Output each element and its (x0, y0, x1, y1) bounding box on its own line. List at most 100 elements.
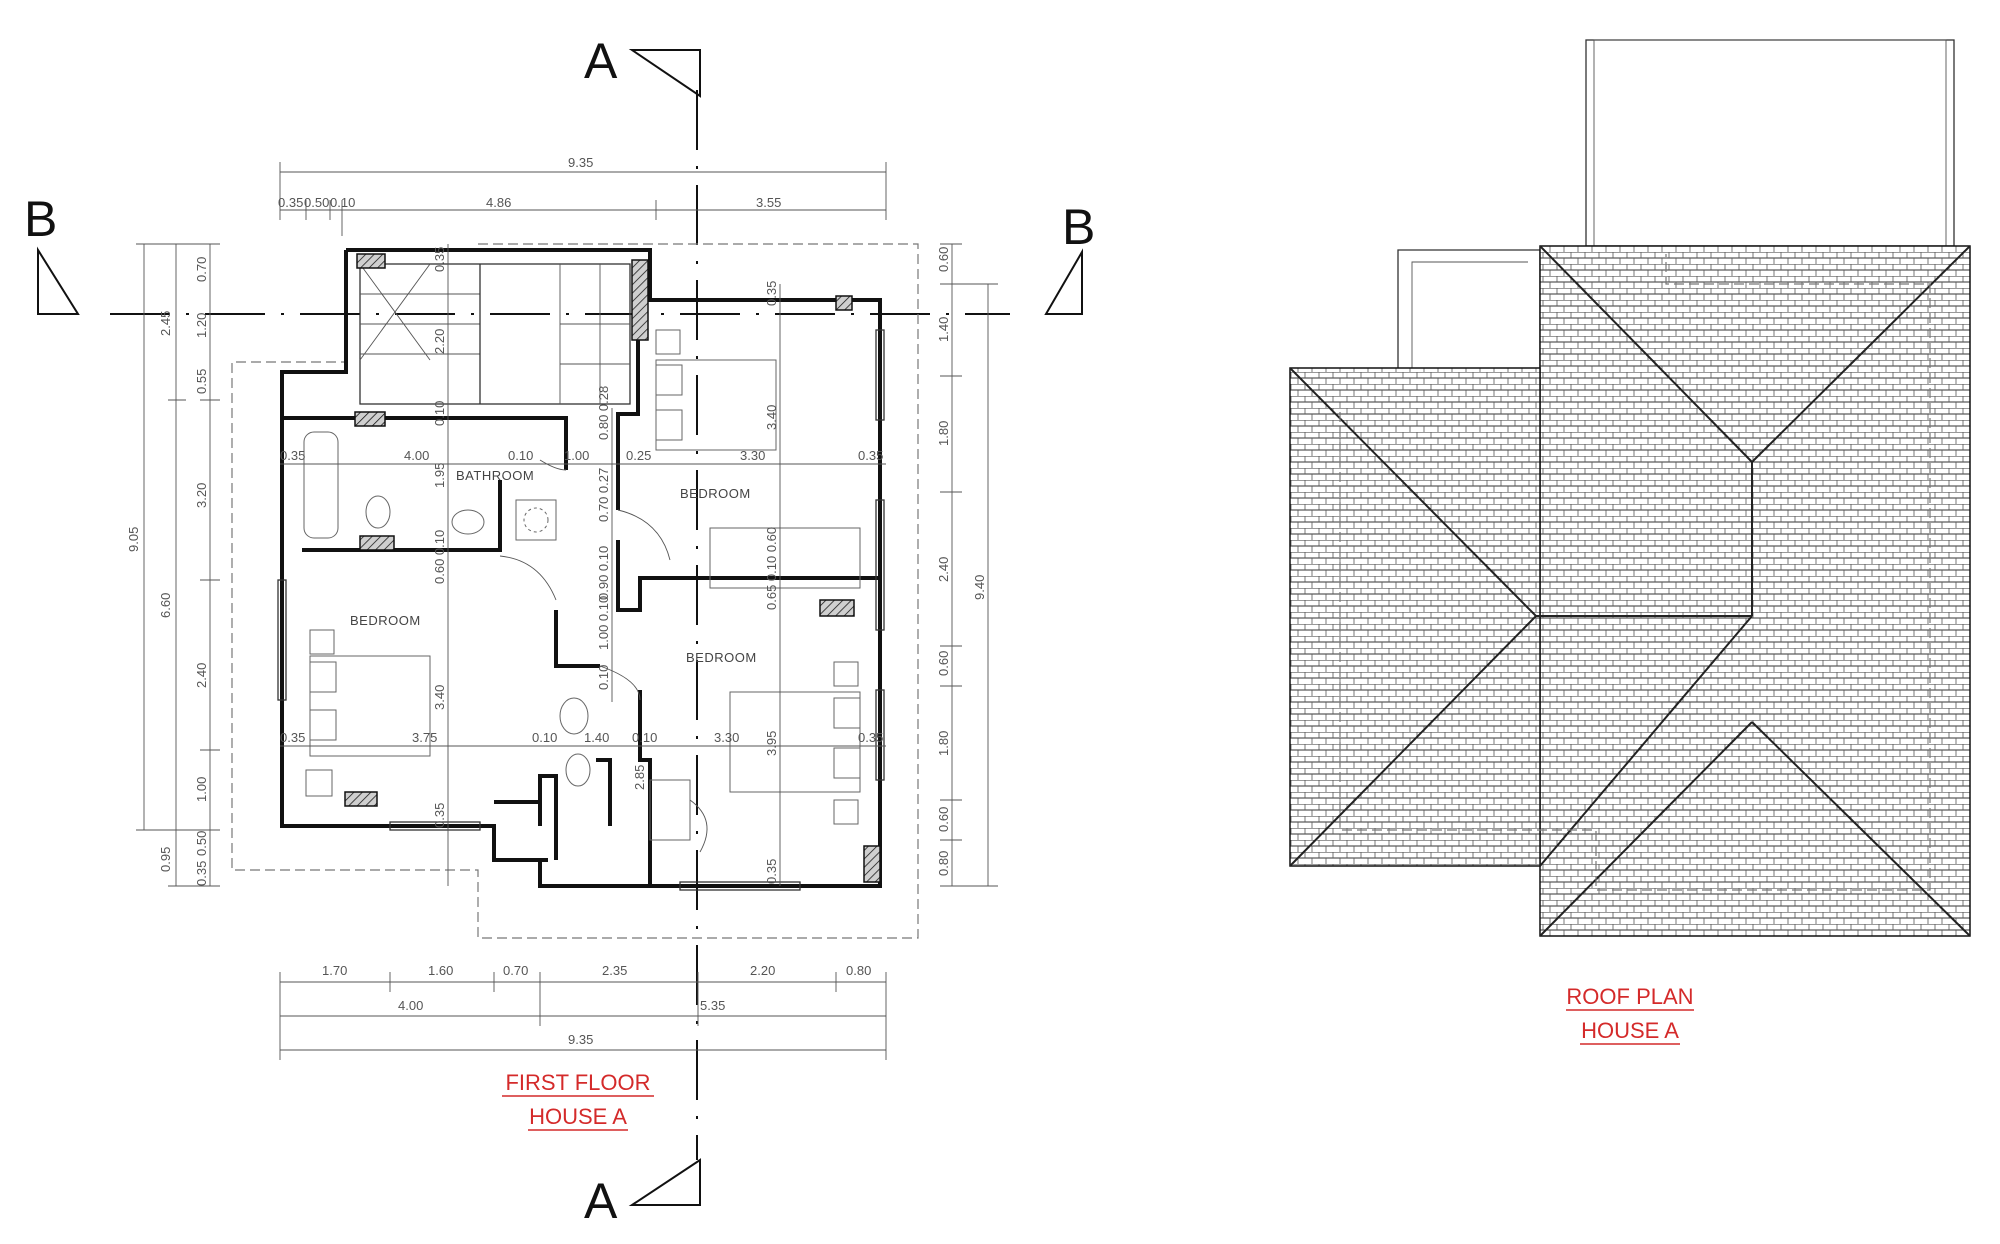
dim-right-overall: 9.40 (972, 575, 987, 600)
column (344, 791, 378, 807)
section-a-bottom-label: A (584, 1173, 618, 1229)
dim-left-s8: 0.35 (194, 861, 209, 886)
column (354, 411, 386, 427)
dimensions-left: 9.05 6.60 2.45 0.95 0.70 1.20 0.55 3.20 … (126, 243, 220, 887)
door-swing (539, 459, 567, 471)
doors (499, 459, 708, 853)
furniture (303, 329, 861, 841)
dim-in: 3.30 (714, 730, 739, 745)
dim-left-mid: 6.60 (158, 593, 173, 618)
dim-in: 0.35 (280, 448, 305, 463)
section-a-top-label: A (584, 33, 618, 89)
dimensions-right: 0.60 1.40 1.80 2.40 0.60 1.80 0.60 0.80 … (936, 243, 998, 887)
dim-top-d: 4.86 (486, 195, 511, 210)
dim-in: 0.10 (596, 665, 611, 690)
dim-in: 0.35 (764, 859, 779, 884)
dim-in: 0.35 (858, 730, 883, 745)
roof-wall-line (1339, 254, 1931, 891)
section-a-bottom-arrow (628, 1158, 701, 1206)
dim-right-s4: 2.40 (936, 557, 951, 582)
dim-in: 3.95 (764, 731, 779, 756)
dim-right-s2: 1.40 (936, 317, 951, 342)
dim-in: 0.35 (280, 730, 305, 745)
shower (515, 499, 557, 541)
dim-in: 1.40 (584, 730, 609, 745)
bathtub (303, 431, 339, 539)
first-floor-title-line-2: HOUSE A (529, 1104, 627, 1129)
roof-plan: ROOF PLAN HOUSE A (1289, 39, 1971, 1045)
room-label-bathroom: BATHROOM (456, 468, 534, 483)
room-label-bedroom-ne: BEDROOM (680, 486, 751, 501)
dim-bot-overall: 9.35 (568, 1032, 593, 1047)
windows (277, 329, 885, 891)
dim-bot-mid-left: 4.00 (398, 998, 423, 1013)
dim-left-s5: 2.40 (194, 663, 209, 688)
door-swing (617, 509, 671, 561)
dim-left-overall: 9.05 (126, 527, 141, 552)
dim-bot-4: 2.35 (602, 963, 627, 978)
first-floor-title: FIRST FLOOR HOUSE A (502, 1070, 654, 1131)
roof-balcony-outline (1397, 249, 1541, 368)
desk (649, 779, 691, 841)
dim-in: 2.85 (632, 765, 647, 790)
column (631, 259, 649, 341)
dim-top-e: 3.55 (756, 195, 781, 210)
column (819, 599, 855, 617)
column (359, 535, 395, 551)
dim-in: 0.80 0.28 (596, 386, 611, 440)
dim-top-overall: 9.35 (568, 155, 593, 170)
exterior-wall-west (280, 250, 540, 862)
section-b-left-label: B (24, 191, 57, 247)
bathroom-toilet (365, 495, 391, 529)
roof-terrace-outline (1585, 39, 1955, 247)
dimensions-bottom: 1.70 1.60 0.70 2.35 2.20 0.80 4.00 5.35 … (279, 963, 887, 1060)
dim-right-s1: 0.60 (936, 247, 951, 272)
room-label-bedroom-w: BEDROOM (350, 613, 421, 628)
dim-in: 1.95 (432, 463, 447, 488)
dim-in: 3.75 (412, 730, 437, 745)
bathroom-sink (451, 509, 485, 535)
dim-in: 0.35 (764, 281, 779, 306)
bed-bedroom-ne (655, 359, 777, 451)
section-markers: A A B B (24, 33, 1095, 1229)
dim-top-c: 0.10 (330, 195, 355, 210)
roof-plan-title-line-2: HOUSE A (1581, 1018, 1679, 1043)
column (863, 845, 881, 883)
column (356, 253, 386, 269)
wc-toilet (559, 697, 589, 735)
roof-plan-title: ROOF PLAN HOUSE A (1566, 984, 1694, 1045)
wc-sink (565, 753, 591, 787)
wall-wc-east (596, 758, 612, 826)
dim-in: 0.35 (432, 803, 447, 828)
roof-main-block (1539, 245, 1971, 937)
dim-in: 0.60 0.10 (432, 530, 447, 584)
dim-in: 0.70 0.27 (596, 468, 611, 522)
dim-in: 4.00 (404, 448, 429, 463)
dim-right-s6: 1.80 (936, 731, 951, 756)
section-b-left-arrow (37, 246, 80, 315)
door-swing (599, 665, 641, 701)
dim-top-a: 0.35 (278, 195, 303, 210)
first-floor-title-line-1: FIRST FLOOR (505, 1070, 650, 1095)
column (835, 295, 853, 311)
dim-left-s3: 0.55 (194, 369, 209, 394)
dim-in: 1.00 0.10 (596, 596, 611, 650)
dim-bot-3: 0.70 (503, 963, 528, 978)
exterior-wall-outline (346, 248, 882, 888)
dim-in: 1.00 (564, 448, 589, 463)
bed-bedroom-w (309, 655, 431, 757)
wardrobe-bedroom-ne (709, 527, 861, 589)
dim-bot-5: 2.20 (750, 963, 775, 978)
dim-in: 0.35 (432, 247, 447, 272)
ground-floor-outline (231, 243, 919, 939)
wall-bathroom-south (302, 480, 502, 552)
dim-left-bottom: 0.95 (158, 847, 173, 872)
dim-right-s3: 1.80 (936, 421, 951, 446)
dim-right-s8: 0.80 (936, 851, 951, 876)
dim-in: 2.20 (432, 329, 447, 354)
door-swing (499, 555, 557, 601)
dim-right-s7: 0.60 (936, 807, 951, 832)
dim-bot-mid-right: 5.35 (700, 998, 725, 1013)
